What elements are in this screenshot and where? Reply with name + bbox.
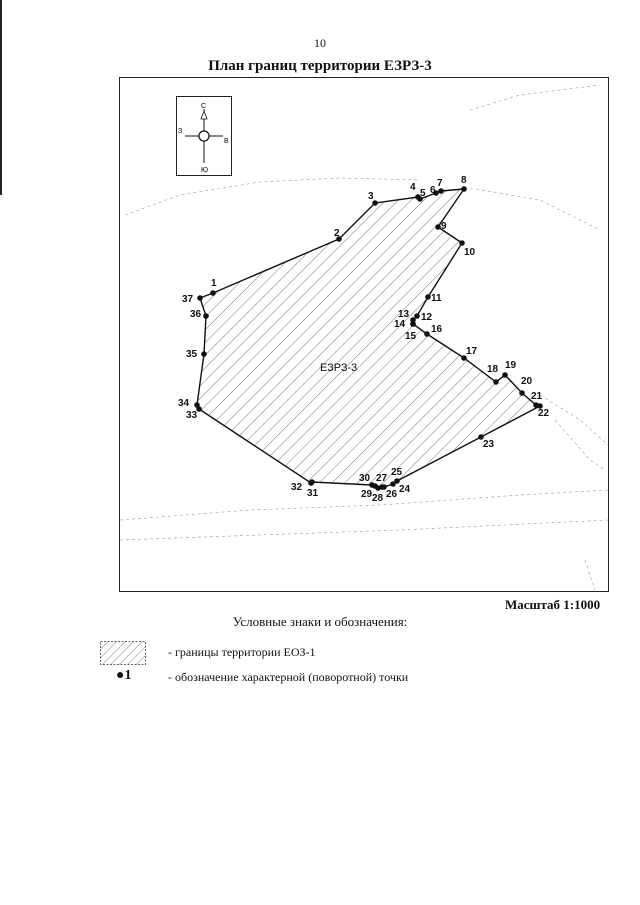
- boundary-point-label-36: 36: [190, 309, 202, 320]
- boundary-point-label-14: 14: [394, 319, 406, 330]
- boundary-point-16: [424, 331, 430, 337]
- boundary-point-5: [417, 196, 423, 202]
- boundary-point-34: [194, 402, 200, 408]
- boundary-point-22: [537, 403, 543, 409]
- boundary-point-24: [394, 478, 400, 484]
- boundary-point-label-30: 30: [359, 473, 371, 484]
- background-lines: [120, 84, 608, 591]
- boundary-point-label-13: 13: [398, 309, 410, 320]
- boundary-point-label-22: 22: [538, 408, 550, 419]
- boundary-point-8: [461, 186, 467, 192]
- boundary-point-37: [197, 295, 203, 301]
- boundary-point-35: [201, 351, 207, 357]
- boundary-point-30: [369, 482, 375, 488]
- legend-point-text: - обозначение характерной (поворотной) т…: [168, 670, 409, 684]
- boundary-point-label-23: 23: [483, 439, 495, 450]
- boundary-point-label-17: 17: [466, 346, 478, 357]
- boundary-point-label-28: 28: [372, 493, 384, 504]
- boundary-point-10: [459, 240, 465, 246]
- compass-south: Ю: [201, 167, 208, 174]
- legend-area-text: - границы территории ЕОЗ-1: [168, 645, 316, 659]
- boundary-point-12: [414, 313, 420, 319]
- boundary-point-label-8: 8: [461, 175, 467, 186]
- boundary-point-label-11: 11: [431, 293, 442, 304]
- boundary-point-label-16: 16: [431, 324, 443, 335]
- boundary-point-label-6: 6: [430, 185, 436, 196]
- legend-hatch-swatch: [100, 641, 146, 665]
- boundary-point-18: [493, 379, 499, 385]
- boundary-point-label-31: 31: [307, 488, 319, 499]
- page-title: План границ территории ЕЗРЗ-3: [208, 58, 432, 74]
- boundary-point-label-3: 3: [368, 191, 374, 202]
- boundary-point-label-21: 21: [531, 391, 543, 402]
- compass-east: В: [224, 138, 229, 145]
- boundary-point-label-18: 18: [487, 364, 499, 375]
- boundary-point-label-32: 32: [291, 482, 303, 493]
- map-scale: Масштаб 1:1000: [505, 597, 601, 612]
- boundary-point-label-33: 33: [186, 410, 198, 421]
- boundary-point-label-1: 1: [211, 278, 217, 289]
- boundary-point-label-7: 7: [437, 178, 443, 189]
- zone-label: ЕЗРЗ-3: [320, 362, 357, 374]
- boundary-point-19: [502, 372, 508, 378]
- boundary-point-label-35: 35: [186, 349, 198, 360]
- boundary-point-17: [461, 355, 467, 361]
- boundary-point-label-4: 4: [410, 182, 416, 193]
- boundary-point-32: [308, 480, 314, 486]
- boundary-point-label-12: 12: [421, 312, 433, 323]
- legend-point-symbol: ●1: [116, 668, 132, 683]
- boundary-point-11: [425, 294, 431, 300]
- boundary-point-3: [372, 200, 378, 206]
- boundary-point-label-19: 19: [505, 360, 517, 371]
- north-arrow: С Ю З В: [176, 96, 232, 176]
- boundary-point-label-26: 26: [386, 489, 398, 500]
- boundary-point-6: [433, 190, 439, 196]
- boundary-point-15: [410, 321, 416, 327]
- boundary-point-label-29: 29: [361, 489, 373, 500]
- boundary-point-label-2: 2: [334, 228, 340, 239]
- boundary-point-label-15: 15: [405, 331, 417, 342]
- boundary-point-label-9: 9: [441, 221, 447, 232]
- compass-north: С: [201, 103, 206, 110]
- page-edge-mark: [0, 0, 2, 195]
- boundary-point-23: [478, 434, 484, 440]
- boundary-point-2: [336, 236, 342, 242]
- boundary-point-label-24: 24: [399, 484, 411, 495]
- boundary-point-9: [435, 224, 441, 230]
- boundary-point-label-20: 20: [521, 376, 533, 387]
- boundary-point-7: [438, 188, 444, 194]
- boundary-point-label-37: 37: [182, 294, 194, 305]
- boundary-point-label-10: 10: [464, 247, 476, 258]
- legend-title: Условные знаки и обозначения:: [232, 614, 408, 629]
- boundary-point-20: [519, 390, 525, 396]
- boundary-point-1: [210, 290, 216, 296]
- compass-west: З: [178, 128, 182, 135]
- boundary-point-label-5: 5: [420, 188, 426, 199]
- boundary-point-label-34: 34: [178, 398, 190, 409]
- boundary-point-13: [410, 317, 416, 323]
- compass-icon: С Ю З В: [178, 103, 229, 174]
- boundary-point-36: [203, 313, 209, 319]
- boundary-point-label-25: 25: [391, 467, 403, 478]
- boundary-point-25: [390, 481, 396, 487]
- boundary-point-label-27: 27: [376, 473, 388, 484]
- page-number: 10: [314, 36, 326, 50]
